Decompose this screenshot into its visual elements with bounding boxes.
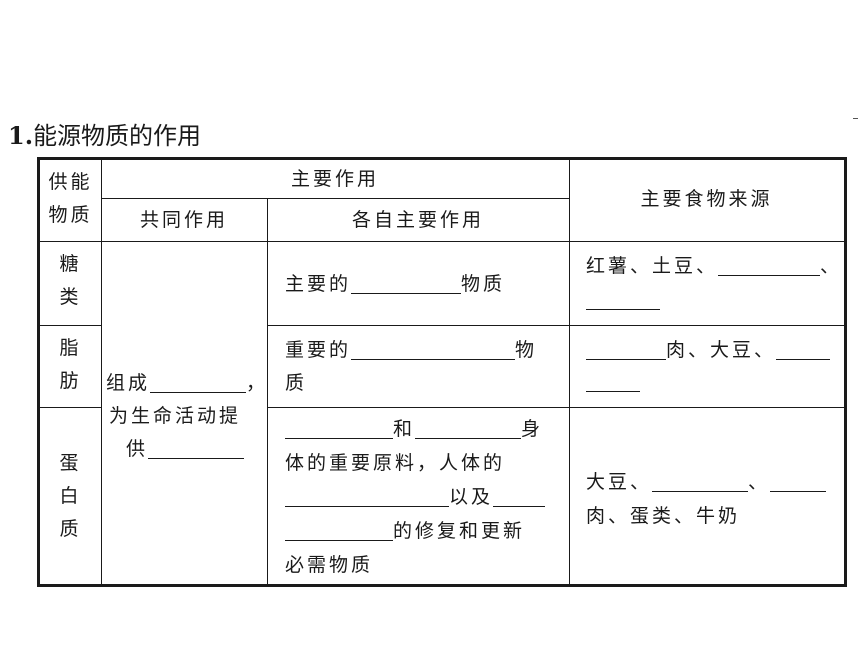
- sugar-food-blank-1[interactable]: [718, 251, 821, 276]
- row-protein-food: 大豆、 、: [586, 466, 827, 499]
- row-protein-name-line3: 质: [59, 518, 82, 540]
- common-role-comma: ，: [246, 372, 269, 394]
- row-protein-food-line2: 肉、蛋类、牛奶: [586, 505, 741, 527]
- header-main-role: 主要作用: [290, 168, 379, 190]
- row-protein-role-line3: 以及: [285, 481, 546, 514]
- protein-role-blank-4[interactable]: [493, 482, 546, 507]
- row-fat-food-line2: [586, 366, 640, 399]
- row-protein-role-line4: 的修复和更新: [285, 515, 525, 548]
- protein-role-and: 和: [393, 418, 416, 440]
- protein-food-blank-2[interactable]: [770, 467, 827, 492]
- section-title-text: 能源物质的作用: [33, 122, 202, 150]
- row-protein-role-line1: 和身: [285, 413, 543, 446]
- common-role-prefix: 组成: [106, 372, 151, 394]
- grid-line: [40, 325, 101, 326]
- common-role-line1: 组成 ，: [106, 367, 268, 400]
- grid-line: [101, 198, 569, 199]
- header-common-role: 共同作用: [139, 209, 228, 231]
- row-protein-role-line2: 体的重要原料，人体的: [285, 452, 506, 474]
- sugar-role-suffix: 物质: [461, 273, 506, 295]
- common-role-blank-2[interactable]: [148, 434, 245, 459]
- fat-role-prefix: 重要的: [285, 339, 352, 361]
- common-role-line3: 供: [126, 433, 245, 466]
- protein-food-sep: 、: [748, 471, 771, 493]
- header-food-source: 主要食物来源: [640, 188, 773, 210]
- fat-food-text: 肉、大豆、: [666, 339, 777, 361]
- protein-role-blank-1[interactable]: [285, 414, 393, 439]
- row-protein-role-line5: 必需物质: [285, 554, 374, 576]
- nutrient-table: 供能 物质 主要作用 共同作用 各自主要作用 主要食物来源 糖 类 主要的物质 …: [37, 157, 847, 587]
- fat-role-suffix-1: 物: [515, 339, 538, 361]
- protein-role-yiji: 以及: [449, 486, 494, 508]
- fat-role-blank[interactable]: [351, 335, 516, 360]
- sugar-food-text: 红薯、土豆、: [586, 255, 719, 277]
- common-role-provide: 供: [126, 438, 149, 460]
- row-fat-name: 脂 肪: [40, 332, 101, 398]
- header-substance-line2: 物质: [48, 204, 93, 226]
- header-individual-role: 各自主要作用: [351, 209, 484, 231]
- row-protein-name-line1: 蛋: [59, 452, 82, 474]
- grid-line: [267, 407, 844, 408]
- fat-food-blank-3[interactable]: [586, 367, 640, 392]
- section-title: 1.能源物质的作用: [8, 120, 201, 152]
- protein-food-start: 大豆、: [586, 471, 653, 493]
- protein-role-body: 身: [521, 418, 544, 440]
- row-fat-name-line1: 脂: [59, 337, 82, 359]
- row-fat-role-line2: 质: [285, 372, 308, 394]
- sugar-food-sep: 、: [820, 255, 843, 277]
- grid-line: [40, 241, 844, 242]
- row-fat-name-line2: 肪: [59, 370, 82, 392]
- row-protein-name-line2: 白: [59, 485, 82, 507]
- fat-food-blank-1[interactable]: [586, 335, 666, 360]
- row-fat-role: 重要的 物: [285, 334, 537, 367]
- row-sugar-name-line1: 糖: [59, 253, 82, 275]
- protein-food-blank-1[interactable]: [652, 467, 749, 492]
- section-number: 1.: [8, 121, 34, 150]
- corner-mark: [853, 118, 858, 119]
- fat-food-blank-2[interactable]: [776, 335, 831, 360]
- protein-role-blank-3[interactable]: [285, 482, 449, 507]
- protein-role-blank-2[interactable]: [415, 414, 522, 439]
- row-sugar-role: 主要的 物质: [285, 268, 505, 301]
- protein-role-blank-5[interactable]: [285, 516, 393, 541]
- sugar-role-prefix: 主要的: [285, 273, 352, 295]
- common-role-blank-1[interactable]: [150, 368, 247, 393]
- row-sugar-name-line2: 类: [59, 286, 82, 308]
- row-fat-food: 肉、大豆、: [586, 334, 831, 367]
- row-sugar-food: 红薯、土豆、 、: [586, 250, 842, 283]
- row-sugar-name: 糖 类: [40, 248, 101, 314]
- grid-line: [267, 198, 268, 584]
- row-protein-name: 蛋 白 质: [40, 447, 101, 546]
- row-sugar-food-line2: [586, 284, 660, 317]
- grid-line: [40, 407, 101, 408]
- grid-line: [569, 160, 570, 584]
- header-substance-line1: 供能: [48, 171, 93, 193]
- sugar-role-blank[interactable]: [351, 269, 462, 294]
- common-role-line2: 为生命活动提: [109, 405, 242, 427]
- grid-line: [101, 160, 102, 584]
- sugar-food-blank-2[interactable]: [586, 285, 660, 310]
- protein-role-repair: 的修复和更新: [393, 520, 526, 542]
- grid-line: [267, 325, 844, 326]
- header-substance: 供能 物质: [40, 166, 101, 232]
